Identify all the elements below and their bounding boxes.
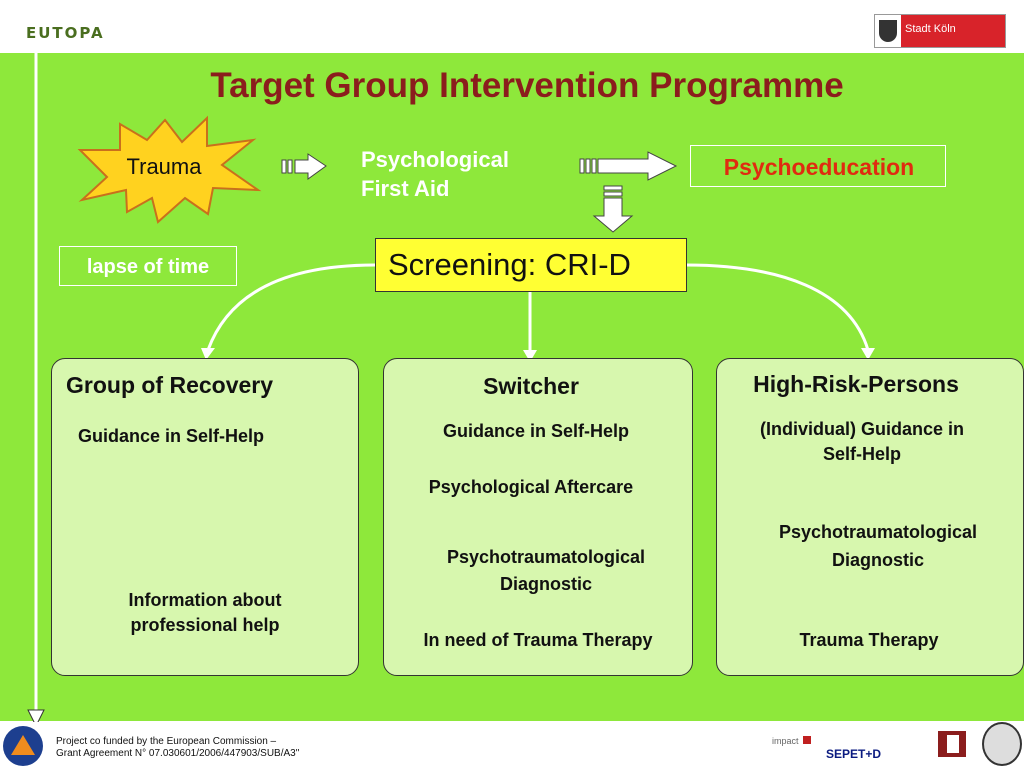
civil-protection-logo [3,726,43,766]
switcher-step-2: Psychological Aftercare [428,477,634,497]
university-seal-logo [982,722,1022,766]
arrowhead-highrisk-icon [861,348,875,360]
switcher-step-3: Psychotraumatological Diagnostic [446,547,646,594]
panel-group-of-recovery [51,358,359,676]
curve-to-highrisk [685,263,870,351]
highrisk-title: High-Risk-Persons [753,371,959,397]
trauma-label: Trauma [126,154,202,179]
highrisk-step-2: Psychotraumatological Diagnostic [778,522,978,570]
switcher-step-1: Guidance in Self-Help [442,421,630,441]
triangle-icon [11,735,35,755]
impact-logo-text: impact [772,736,799,746]
fb-logo [938,731,966,757]
stadt-koeln-logo: Stadt Köln [874,14,1006,48]
impact-star-icon [802,736,811,744]
footer-bar: Project co funded by the European Commis… [0,722,1024,768]
footer-line-2: Grant Agreement N° 07.030601/2006/447903… [56,748,300,759]
arrow-trauma-to-firstaid-icon [281,153,327,180]
screening-label: Screening: CRI-D [388,247,631,282]
city-crest-icon [879,20,897,42]
highrisk-step-1: (Individual) Guidance in Self-Help [759,419,964,464]
recovery-title: Group of Recovery [66,372,274,398]
psychoeducation-label: Psychoeducation [723,154,915,180]
arrowhead-switcher-icon [523,350,537,362]
timeline-arrowhead-icon [27,709,45,728]
city-logo-text: Stadt Köln [905,23,956,35]
impact-logo: impact [772,736,811,746]
panel-high-risk-persons [716,358,1024,676]
curve-to-recovery [206,263,376,351]
switcher-title: Switcher [483,373,579,399]
switcher-step-4: In need of Trauma Therapy [423,630,653,650]
arrowhead-recovery-icon [201,348,215,360]
recovery-step-1: Guidance in Self-Help [78,426,265,446]
lapse-of-time-box: lapse of time [59,246,237,286]
slide-title: Target Group Intervention Programme [210,66,844,105]
trauma-starburst-icon [77,115,262,224]
first-aid-label: Psychological First Aid [361,147,509,201]
screening-box: Screening: CRI-D [375,238,687,292]
eutopa-logo: EUTOPA [26,24,105,42]
arrow-firstaid-to-psychoeducation-icon [579,151,678,181]
recovery-step-2: Information about professional help [128,590,282,635]
arrow-down-to-screening-icon [592,185,634,233]
psychoeducation-box: Psychoeducation [690,145,946,187]
panel-switcher [383,358,693,676]
highrisk-step-3: Trauma Therapy [799,630,939,650]
project-label: SEPET+D [826,747,882,761]
footer-line-1: Project co funded by the European Commis… [56,736,277,747]
header-bar: EUTOPA Stadt Köln [0,0,1024,52]
